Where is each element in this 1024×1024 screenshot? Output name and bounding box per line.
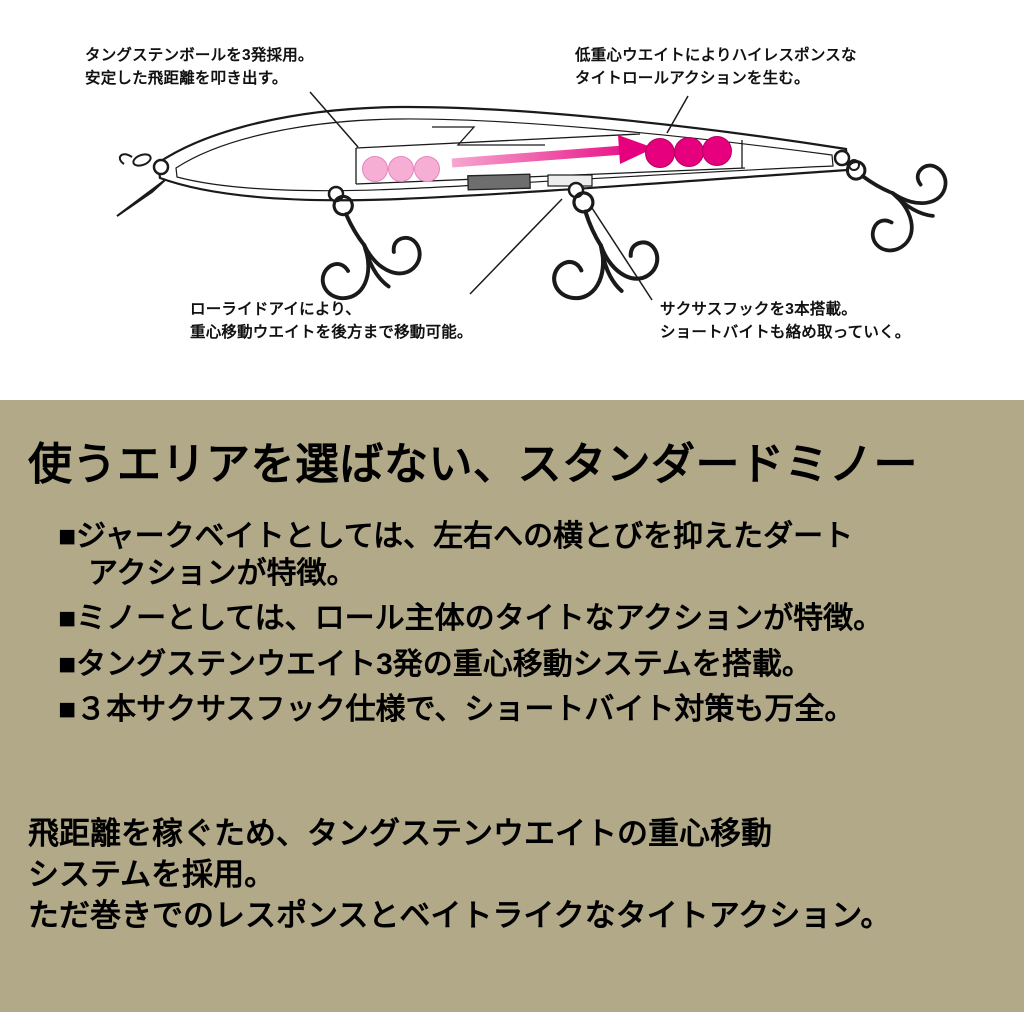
callout-text: ローライドアイにより、: [190, 301, 361, 318]
tungsten-ball-light: [414, 156, 440, 182]
callout-text: タングステンボールを3発採用。: [85, 47, 314, 64]
callout-lines: [309, 91, 689, 301]
lure-bill: [116, 179, 166, 217]
feature-item: ■タングステンウエイト3発の重心移動システムを搭載。: [58, 647, 812, 681]
callout-line-bottom-right: [591, 207, 653, 301]
callout-top-right: 低重心ウエイトによりハイレスポンスな タイトロールアクションを生む。: [575, 44, 857, 90]
nose-snap: [118, 153, 152, 167]
nose-eye: [152, 158, 170, 176]
line-eyes: [152, 149, 860, 203]
callout-bottom-left: ローライドアイにより、 重心移動ウエイトを後方まで移動可能。: [190, 298, 473, 344]
callout-text: 重心移動ウエイトを後方まで移動可能。: [190, 324, 473, 341]
feature-item: ■ジャークベイトとしては、左右への横とびを抑えたダート アクションが特徴。: [58, 520, 854, 591]
callout-text: ショートバイトも絡め取っていく。: [660, 324, 911, 341]
callout-bottom-right: サクサスフックを3本搭載。 ショートバイトも絡め取っていく。: [660, 298, 910, 344]
callout-text: タイトロールアクションを生む。: [575, 70, 810, 87]
callout-top-left: タングステンボールを3発採用。 安定した飛距離を叩き出す。: [85, 44, 314, 90]
callout-text: 低重心ウエイトによりハイレスポンスな: [575, 47, 857, 64]
lure-diagram-section: タングステンボールを3発採用。 安定した飛距離を叩き出す。 低重心ウエイトにより…: [0, 0, 1024, 400]
fixed-weight: [467, 173, 531, 191]
feature-item: ■３本サクサスフック仕様で、ショートバイト対策も万全。: [58, 692, 855, 726]
tungsten-ball-light: [388, 156, 414, 182]
description-section: 使うエリアを選ばない、スタンダードミノー ■ジャークベイトとしては、左右への横と…: [0, 400, 1024, 1012]
callout-line-top-right: [666, 95, 689, 134]
tail-eye: [833, 149, 851, 167]
feature-item: ■ミノーとしては、ロール主体のタイトなアクションが特徴。: [58, 602, 884, 636]
middle-hook: [538, 180, 663, 304]
summary-paragraph: 飛距離を稼ぐため、タングステンウエイトの重心移動 システムを採用。 ただ巻きでの…: [28, 815, 892, 933]
internal-step-line: [432, 126, 545, 146]
weight-transfer-arrow: [451, 135, 654, 168]
callout-line-bottom-left: [469, 198, 563, 295]
tungsten-ball-dark: [645, 138, 675, 168]
tungsten-ball-dark: [674, 137, 704, 167]
callout-text: 安定した飛距離を叩き出す。: [85, 70, 288, 87]
lure-diagram: [116, 91, 961, 308]
front-weight-balls: [362, 156, 440, 182]
page-title: 使うエリアを選ばない、スタンダードミノー: [28, 440, 918, 489]
callout-line-top-left: [309, 91, 359, 148]
feature-list: ■ジャークベイトとしては、左右への横とびを抑えたダート アクションが特徴。 ■ミ…: [58, 518, 996, 728]
callout-text: サクサスフックを3本搭載。: [660, 301, 857, 318]
rear-weight-balls: [645, 136, 732, 168]
tungsten-ball-dark: [702, 136, 732, 166]
rear-hook: [819, 120, 961, 262]
tungsten-ball-light: [362, 156, 388, 182]
